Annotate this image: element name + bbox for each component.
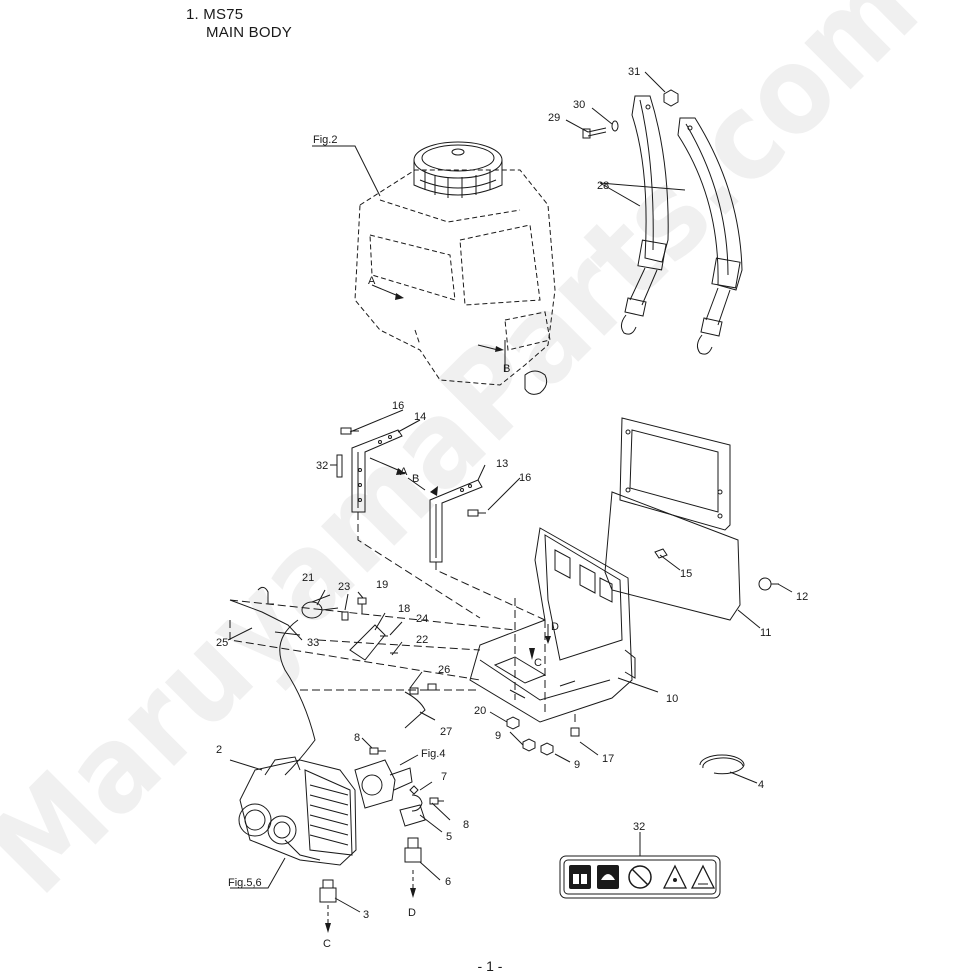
label-32-small (336, 454, 343, 478)
clip-12 (758, 577, 779, 591)
no-smoking-icon (628, 865, 652, 889)
warning-spray-icon (662, 864, 688, 889)
callout-21: 21 (302, 572, 314, 584)
callout-29: 29 (548, 112, 560, 124)
callout-16-lower: 16 (519, 472, 531, 484)
bolt-16-lower (467, 509, 486, 517)
bolt-8-upper (369, 747, 386, 755)
callout-8-lower: 8 (463, 819, 469, 831)
callout-32-bracket: 32 (316, 460, 328, 472)
tank-outlet (524, 370, 548, 395)
callout-27: 27 (440, 726, 452, 738)
title-line-2: MAIN BODY (206, 24, 292, 41)
throttle-cable-33 (279, 619, 316, 776)
screw-15 (654, 548, 668, 559)
callout-31: 31 (628, 66, 640, 78)
callout-28: 28 (597, 180, 609, 192)
bolt-8-lower (429, 797, 444, 805)
callout-33: 33 (307, 637, 319, 649)
callout-12: 12 (796, 591, 808, 603)
nut-9-b (540, 742, 554, 756)
callout-17: 17 (602, 753, 614, 765)
callout-8-upper: 8 (354, 732, 360, 744)
nut-31 (663, 89, 679, 107)
callout-2: 2 (216, 744, 222, 756)
callout-18: 18 (398, 603, 410, 615)
carburetor-fig4 (354, 759, 413, 809)
watermark: MaruyamaParts.com (0, 0, 944, 921)
callout-14: 14 (414, 411, 426, 423)
connector-c-engine: C (323, 938, 331, 950)
callout-30: 30 (573, 99, 585, 111)
callout-10: 10 (666, 693, 678, 705)
damper-6 (404, 837, 422, 863)
nut-20 (506, 716, 520, 730)
callout-26: 26 (438, 664, 450, 676)
frame-10 (469, 527, 636, 723)
page-number: - 1 - (477, 958, 503, 974)
helmet-icon (597, 865, 619, 889)
connector-a-tank: A (368, 275, 376, 287)
connector-d-engine: D (408, 907, 416, 919)
hose-clamp-4 (699, 754, 745, 775)
callout-13: 13 (496, 458, 508, 470)
connector-b-tank: B (503, 363, 510, 375)
nut-7 (409, 785, 419, 795)
damper-3 (319, 879, 337, 903)
bracket-14 (351, 429, 403, 513)
shoulder-strap-right (677, 117, 743, 355)
callout-7: 7 (441, 771, 447, 783)
bolt-17 (570, 714, 580, 737)
screws-26 (409, 683, 437, 695)
callout-9-right: 9 (574, 759, 580, 771)
back-pad-11 (604, 417, 741, 621)
callout-32-decal: 32 (633, 821, 645, 833)
callout-20: 20 (474, 705, 486, 717)
screw-19 (357, 597, 367, 614)
fig56-ref: Fig.5,6 (228, 877, 262, 889)
callout-3: 3 (363, 909, 369, 921)
connector-c-frame: C (534, 657, 542, 669)
shoulder-strap-left (620, 95, 669, 335)
washer-30 (611, 120, 619, 132)
bracket-5 (411, 794, 423, 812)
fig2-leader (312, 145, 381, 197)
callout-22: 22 (416, 634, 428, 646)
title-line-1: 1. MS75 (186, 6, 244, 23)
callout-23: 23 (338, 581, 350, 593)
warning-hazard-icon (690, 864, 716, 889)
connector-b-bracket: B (412, 473, 419, 485)
cable-end-25 (257, 586, 274, 605)
engine-2 (238, 756, 357, 866)
bolt-29 (587, 127, 607, 137)
callout-16-upper: 16 (392, 400, 404, 412)
callout-24: 24 (416, 613, 428, 625)
callout-9-left: 9 (495, 730, 501, 742)
callout-4: 4 (758, 779, 764, 791)
callout-5: 5 (446, 831, 452, 843)
callout-6: 6 (445, 876, 451, 888)
plate-18 (349, 624, 386, 661)
callout-25: 25 (216, 637, 228, 649)
callout-19: 19 (376, 579, 388, 591)
fig2-ref: Fig.2 (313, 134, 337, 146)
tank-arrow-marks (371, 284, 499, 351)
connector-d-frame: D (551, 621, 559, 633)
tank-fig2 (354, 169, 556, 386)
tank-cap (413, 141, 503, 198)
decal-icons (569, 864, 716, 889)
nut-9-a (522, 738, 536, 752)
connector-a-bracket: A (400, 466, 408, 478)
book-icon (569, 865, 591, 889)
callout-15: 15 (680, 568, 692, 580)
wire-27 (404, 691, 426, 729)
callout-11: 11 (760, 627, 771, 639)
part-23 (341, 611, 349, 621)
fig4-ref: Fig.4 (421, 748, 445, 760)
